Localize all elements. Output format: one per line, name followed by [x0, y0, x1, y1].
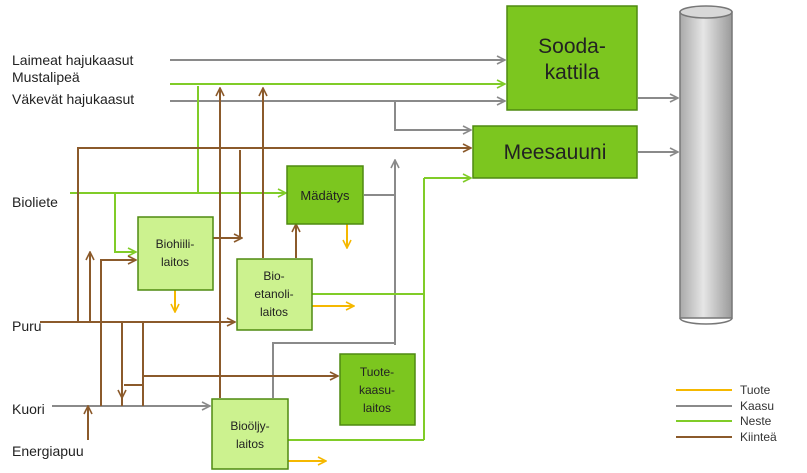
legend-label-tuote: Tuote	[740, 383, 771, 397]
label-energiapuu: Energiapuu	[12, 443, 84, 459]
madatys-label: Mädätys	[300, 188, 350, 203]
box-bioolju: Bioöljy- laitos	[211, 398, 289, 470]
soodakattila-line1: Sooda-	[538, 35, 606, 58]
box-madatys: Mädätys	[286, 165, 364, 225]
biohiili-line1: Biohiili-	[156, 237, 195, 251]
legend: Tuote Kaasu Neste Kiinteä	[676, 383, 777, 444]
label-bioliete: Bioliete	[12, 194, 58, 210]
bioolju-line2: laitos	[236, 437, 264, 451]
label-mustalipea: Mustalipeä	[12, 69, 80, 85]
legend-label-kiintea: Kiinteä	[740, 430, 777, 444]
process-boxes: Sooda- kattila Meesauuni Mädätys Biohiil…	[137, 5, 638, 470]
liquid-flows	[70, 84, 505, 441]
bioetanoli-line3: laitos	[260, 305, 288, 319]
gas-flows	[52, 60, 678, 406]
label-vakevat-hajukaasut: Väkevät hajukaasut	[12, 91, 134, 107]
bioetanoli-line1: Bio-	[263, 269, 284, 283]
chimney	[679, 5, 733, 325]
product-flows	[175, 224, 354, 461]
bioetanoli-line2: etanoli-	[254, 287, 293, 301]
label-laimeat-hajukaasut: Laimeat hajukaasut	[12, 52, 134, 68]
meesauuni-label: Meesauuni	[504, 141, 607, 164]
bioolju-line1: Bioöljy-	[230, 419, 269, 433]
box-tuotekaasu: Tuote- kaasu- laitos	[339, 353, 416, 426]
input-labels: Laimeat hajukaasut Mustalipeä Väkevät ha…	[12, 52, 134, 459]
label-puru: Puru	[12, 318, 42, 334]
tuotekaasu-line3: laitos	[363, 401, 391, 415]
tuotekaasu-line1: Tuote-	[360, 365, 394, 379]
box-bioetanoli: Bio- etanoli- laitos	[236, 258, 313, 331]
box-biohiili: Biohiili- laitos	[137, 216, 214, 291]
legend-label-kaasu: Kaasu	[740, 399, 774, 413]
tuotekaasu-line2: kaasu-	[359, 383, 395, 397]
legend-label-neste: Neste	[740, 414, 772, 428]
box-meesauuni: Meesauuni	[472, 125, 638, 179]
flow-solid-to-meesauuni	[77, 148, 471, 322]
box-soodakattila: Sooda- kattila	[506, 5, 638, 111]
flow-bioolju-to-collector	[272, 342, 395, 398]
soodakattila-line2: kattila	[545, 61, 600, 84]
label-kuori: Kuori	[12, 401, 45, 417]
flow-bioliete-to-biohiili	[114, 193, 136, 252]
flow-vakevat-to-meesauuni	[394, 101, 471, 130]
biohiili-line2: laitos	[161, 255, 189, 269]
flow-kuori-up-to-biohiili	[100, 260, 136, 406]
solid-flows	[40, 88, 471, 440]
